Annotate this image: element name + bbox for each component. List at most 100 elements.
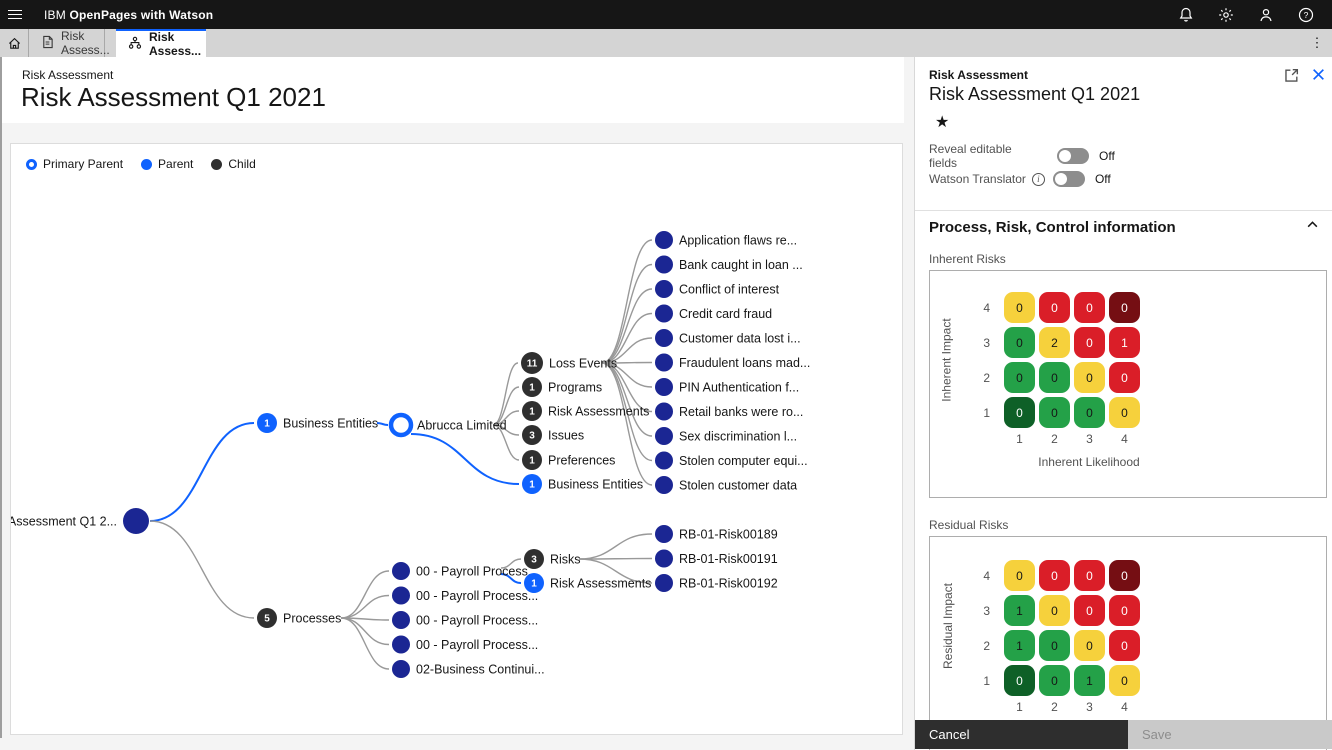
- tree-node-p1[interactable]: 00 - Payroll Process...: [392, 562, 538, 580]
- tree-edge: [492, 424, 520, 461]
- tree-node-l3[interactable]: Conflict of interest: [655, 280, 780, 298]
- tree-node-rb1[interactable]: RB-01-Risk00189: [655, 525, 778, 543]
- likelihood-tick-label: 1: [1016, 432, 1023, 446]
- watson-translator-toggle[interactable]: [1052, 171, 1085, 187]
- tree-node-l5[interactable]: Customer data lost i...: [655, 329, 801, 347]
- help-icon[interactable]: ?: [1292, 0, 1320, 29]
- svg-text:RB-01-Risk00192: RB-01-Risk00192: [679, 577, 778, 591]
- tree-edge: [340, 570, 390, 619]
- tree-node-l7[interactable]: PIN Authentication f...: [655, 378, 799, 396]
- info-icon[interactable]: i: [1031, 172, 1045, 186]
- inherent-risks-label: Inherent Risks: [929, 252, 1006, 266]
- svg-text:Risks: Risks: [550, 553, 581, 567]
- svg-text:Retail banks were ro...: Retail banks were ro...: [679, 405, 803, 419]
- reveal-editable-fields-toggle[interactable]: [1057, 148, 1089, 164]
- tab-risk-assessment-1[interactable]: Risk Assess...: [29, 29, 110, 57]
- tree-node-p4[interactable]: 00 - Payroll Process...: [392, 635, 538, 654]
- top-bar: IBM OpenPages with Watson ?: [0, 0, 1332, 29]
- heatmap-cell: 0: [1109, 630, 1140, 661]
- tree-node-l9[interactable]: Sex discrimination l...: [655, 427, 797, 445]
- tree-node-l8[interactable]: Retail banks were ro...: [655, 402, 803, 421]
- cancel-button[interactable]: Cancel: [915, 720, 1128, 749]
- tree-node-p3[interactable]: 00 - Payroll Process...: [392, 611, 538, 629]
- tree-node-l1[interactable]: Application flaws re...: [655, 231, 797, 249]
- tree-edge: [376, 422, 389, 426]
- tree-node-l11[interactable]: Stolen customer data: [655, 476, 797, 494]
- favorite-star-icon[interactable]: ★: [935, 114, 950, 131]
- heatmap-cell: 0: [1074, 630, 1105, 661]
- open-in-new-window-icon[interactable]: [1283, 67, 1301, 85]
- heatmap-cell: 0: [1109, 292, 1140, 323]
- svg-text:Bank caught in loan ...: Bank caught in loan ...: [679, 258, 803, 272]
- likelihood-tick-label: 1: [1016, 700, 1023, 714]
- tree-edge: [578, 533, 653, 560]
- heatmap-cell: 0: [1039, 595, 1070, 626]
- tree-node-p5[interactable]: 02-Business Continui...: [392, 660, 545, 678]
- chevron-up-icon[interactable]: [1306, 218, 1319, 236]
- impact-tick-label: 1: [983, 405, 990, 420]
- impact-tick-label: 2: [983, 370, 990, 385]
- svg-text:11: 11: [527, 359, 538, 370]
- tree-edge: [500, 573, 522, 584]
- notifications-bell-icon[interactable]: [1172, 0, 1200, 29]
- close-panel-icon[interactable]: [1311, 67, 1327, 83]
- svg-text:Risk Assessment Q1 2...: Risk Assessment Q1 2...: [11, 515, 117, 529]
- tree-node-l10[interactable]: Stolen computer equi...: [655, 451, 808, 470]
- svg-text:Sex discrimination l...: Sex discrimination l...: [679, 430, 797, 444]
- svg-text:Fraudulent loans mad...: Fraudulent loans mad...: [679, 356, 810, 370]
- svg-text:5: 5: [264, 614, 270, 625]
- tab-label: Risk Assess...: [61, 29, 110, 57]
- hamburger-menu-icon[interactable]: [0, 0, 30, 29]
- svg-text:1: 1: [529, 407, 535, 418]
- svg-text:Business Entities: Business Entities: [548, 478, 643, 492]
- tree-node-rb2[interactable]: RB-01-Risk00191: [655, 549, 778, 568]
- tree-node-l4[interactable]: Credit card fraud: [655, 304, 772, 323]
- likelihood-tick-label: 2: [1051, 700, 1058, 714]
- residual-risks-label: Residual Risks: [929, 518, 1009, 532]
- panel-breadcrumb: Risk Assessment: [929, 68, 1028, 82]
- svg-text:3: 3: [529, 431, 535, 442]
- tree-node-l2[interactable]: Bank caught in loan ...: [655, 255, 803, 274]
- tree-node-root[interactable]: Risk Assessment Q1 2...: [11, 508, 149, 534]
- heatmap-cell: 0: [1109, 560, 1140, 591]
- heatmap-cell: 0: [1004, 665, 1035, 696]
- svg-text:Stolen customer data: Stolen customer data: [679, 479, 797, 493]
- tab-risk-assessment-2[interactable]: Risk Assess...: [116, 29, 206, 58]
- impact-tick-label: 1: [983, 673, 990, 688]
- relationship-diagram-card: Primary Parent Parent Child Risk Assessm…: [10, 143, 903, 735]
- user-profile-icon[interactable]: [1252, 0, 1280, 29]
- home-tab-icon[interactable]: [0, 29, 29, 57]
- breadcrumb[interactable]: Risk Assessment: [22, 68, 114, 82]
- heatmap-y-axis-label: Residual Impact: [941, 582, 956, 670]
- document-icon: [41, 35, 54, 52]
- toggle-state: Off: [1099, 149, 1115, 163]
- tree-node-l6[interactable]: Fraudulent loans mad...: [655, 353, 810, 372]
- heatmap-cell: 1: [1004, 630, 1035, 661]
- residual-risks-matrix: Residual Impact4000031000210001001001234…: [929, 536, 1327, 750]
- save-button[interactable]: Save: [1128, 720, 1332, 749]
- tree-node-abrucca[interactable]: Abrucca Limited: [388, 412, 507, 438]
- settings-gear-icon[interactable]: [1212, 0, 1240, 29]
- heatmap-cell: 0: [1109, 665, 1140, 696]
- svg-text:Application flaws re...: Application flaws re...: [679, 234, 797, 248]
- likelihood-tick-label: 4: [1121, 432, 1128, 446]
- toggle-label: Reveal editable fields: [929, 142, 1012, 170]
- tree-node-p2[interactable]: 00 - Payroll Process...: [392, 586, 538, 605]
- section-process-risk-control[interactable]: Process, Risk, Control information: [929, 218, 1319, 236]
- overflow-kebab-icon[interactable]: ⋮: [1310, 35, 1324, 50]
- svg-text:Stolen computer equi...: Stolen computer equi...: [679, 454, 808, 468]
- tree-node-rb3[interactable]: RB-01-Risk00192: [655, 574, 778, 592]
- svg-text:Business Entities: Business Entities: [283, 417, 378, 431]
- svg-text:02-Business Continui...: 02-Business Continui...: [416, 663, 545, 677]
